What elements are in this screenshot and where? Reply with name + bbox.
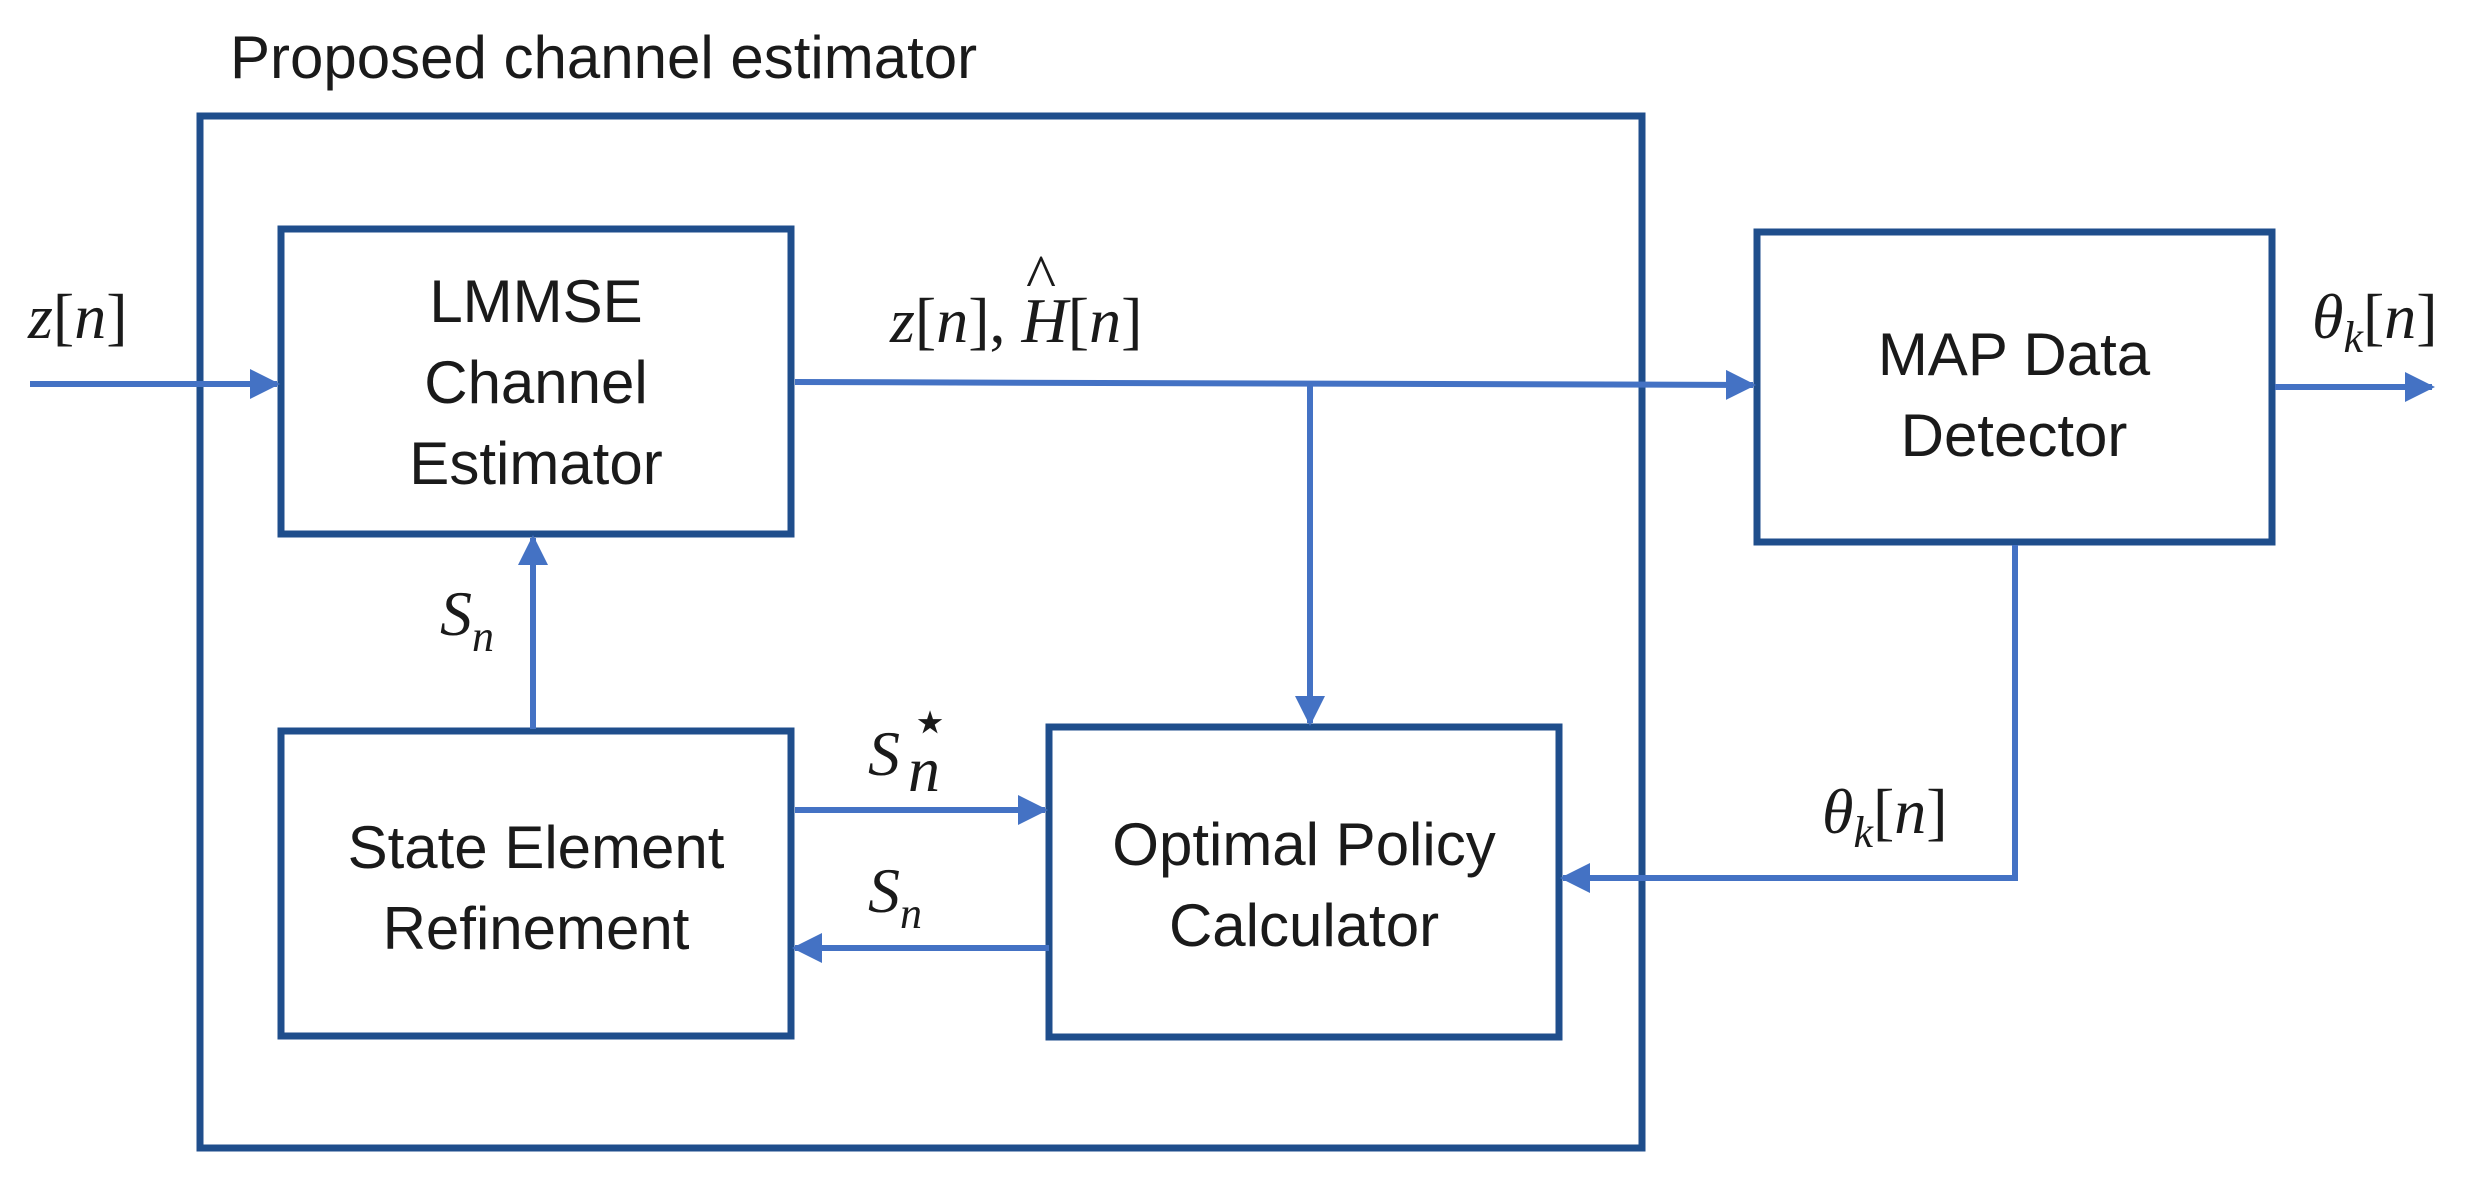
state-label-line2: Refinement <box>383 895 690 962</box>
detector-output-sub: k <box>2343 313 2364 362</box>
lmmse-to-map-arrow <box>794 369 1756 400</box>
feedback-theta-label: θk[n] <box>1822 776 1948 857</box>
state-element-refinement-block: State Element Refinement <box>277 727 795 1040</box>
refined-state-base: S <box>868 718 900 789</box>
feedback-theta-arrow <box>1560 545 2018 893</box>
refined-state-sub: n <box>908 734 940 805</box>
refined-state-sup: ⋆ <box>910 686 950 757</box>
policy-to-state-sub: n <box>900 889 922 938</box>
refined-state-label: S <box>868 718 900 789</box>
state-to-lmmse-sub: n <box>472 612 494 661</box>
input-signal-base: z <box>27 281 53 352</box>
policy-label-line2: Calculator <box>1169 892 1439 959</box>
map-label-line1: MAP Data <box>1878 321 2151 388</box>
lmmse-label-line1: LMMSE <box>429 268 642 335</box>
detector-output-label: θk[n] <box>2312 281 2438 362</box>
map-label-line2: Detector <box>1901 402 2128 469</box>
outer-frame-title: Proposed channel estimator <box>230 24 977 91</box>
proposed-channel-estimator-frame <box>196 112 1646 1152</box>
optimal-policy-calculator-block: Optimal Policy Calculator <box>1045 723 1563 1041</box>
feedback-theta-base: θ <box>1822 776 1853 847</box>
lmmse-output-base1: z <box>889 285 915 356</box>
lmmse-label-line3: Estimator <box>409 430 662 497</box>
state-to-lmmse-label: Sn <box>440 578 494 661</box>
policy-label-line1: Optimal Policy <box>1112 811 1495 878</box>
lmmse-label-line2: Channel <box>424 349 648 416</box>
state-to-lmmse-base: S <box>440 578 472 649</box>
lmmse-output-arg2: n <box>1089 285 1121 356</box>
feedback-theta-arg: n <box>1894 776 1926 847</box>
policy-to-state-label: Sn <box>868 855 922 938</box>
lmmse-output-label: z[n], H[n] <box>889 285 1142 356</box>
detector-output-arg: n <box>2384 281 2416 352</box>
lmmse-output-arg1: n <box>936 285 968 356</box>
lmmse-channel-estimator-block: LMMSE Channel Estimator <box>277 225 795 538</box>
state-label-line1: State Element <box>348 814 725 881</box>
lmmse-output-base2: H <box>1021 285 1072 356</box>
h-hat-accent: ^ <box>1026 241 1056 312</box>
map-data-detector-block: MAP Data Detector <box>1753 228 2276 546</box>
input-signal-arg: n <box>74 281 106 352</box>
detector-output-base: θ <box>2312 281 2343 352</box>
policy-to-state-base: S <box>868 855 900 926</box>
feedback-theta-sub: k <box>1853 808 1874 857</box>
input-signal-label: z[n] <box>27 281 128 352</box>
